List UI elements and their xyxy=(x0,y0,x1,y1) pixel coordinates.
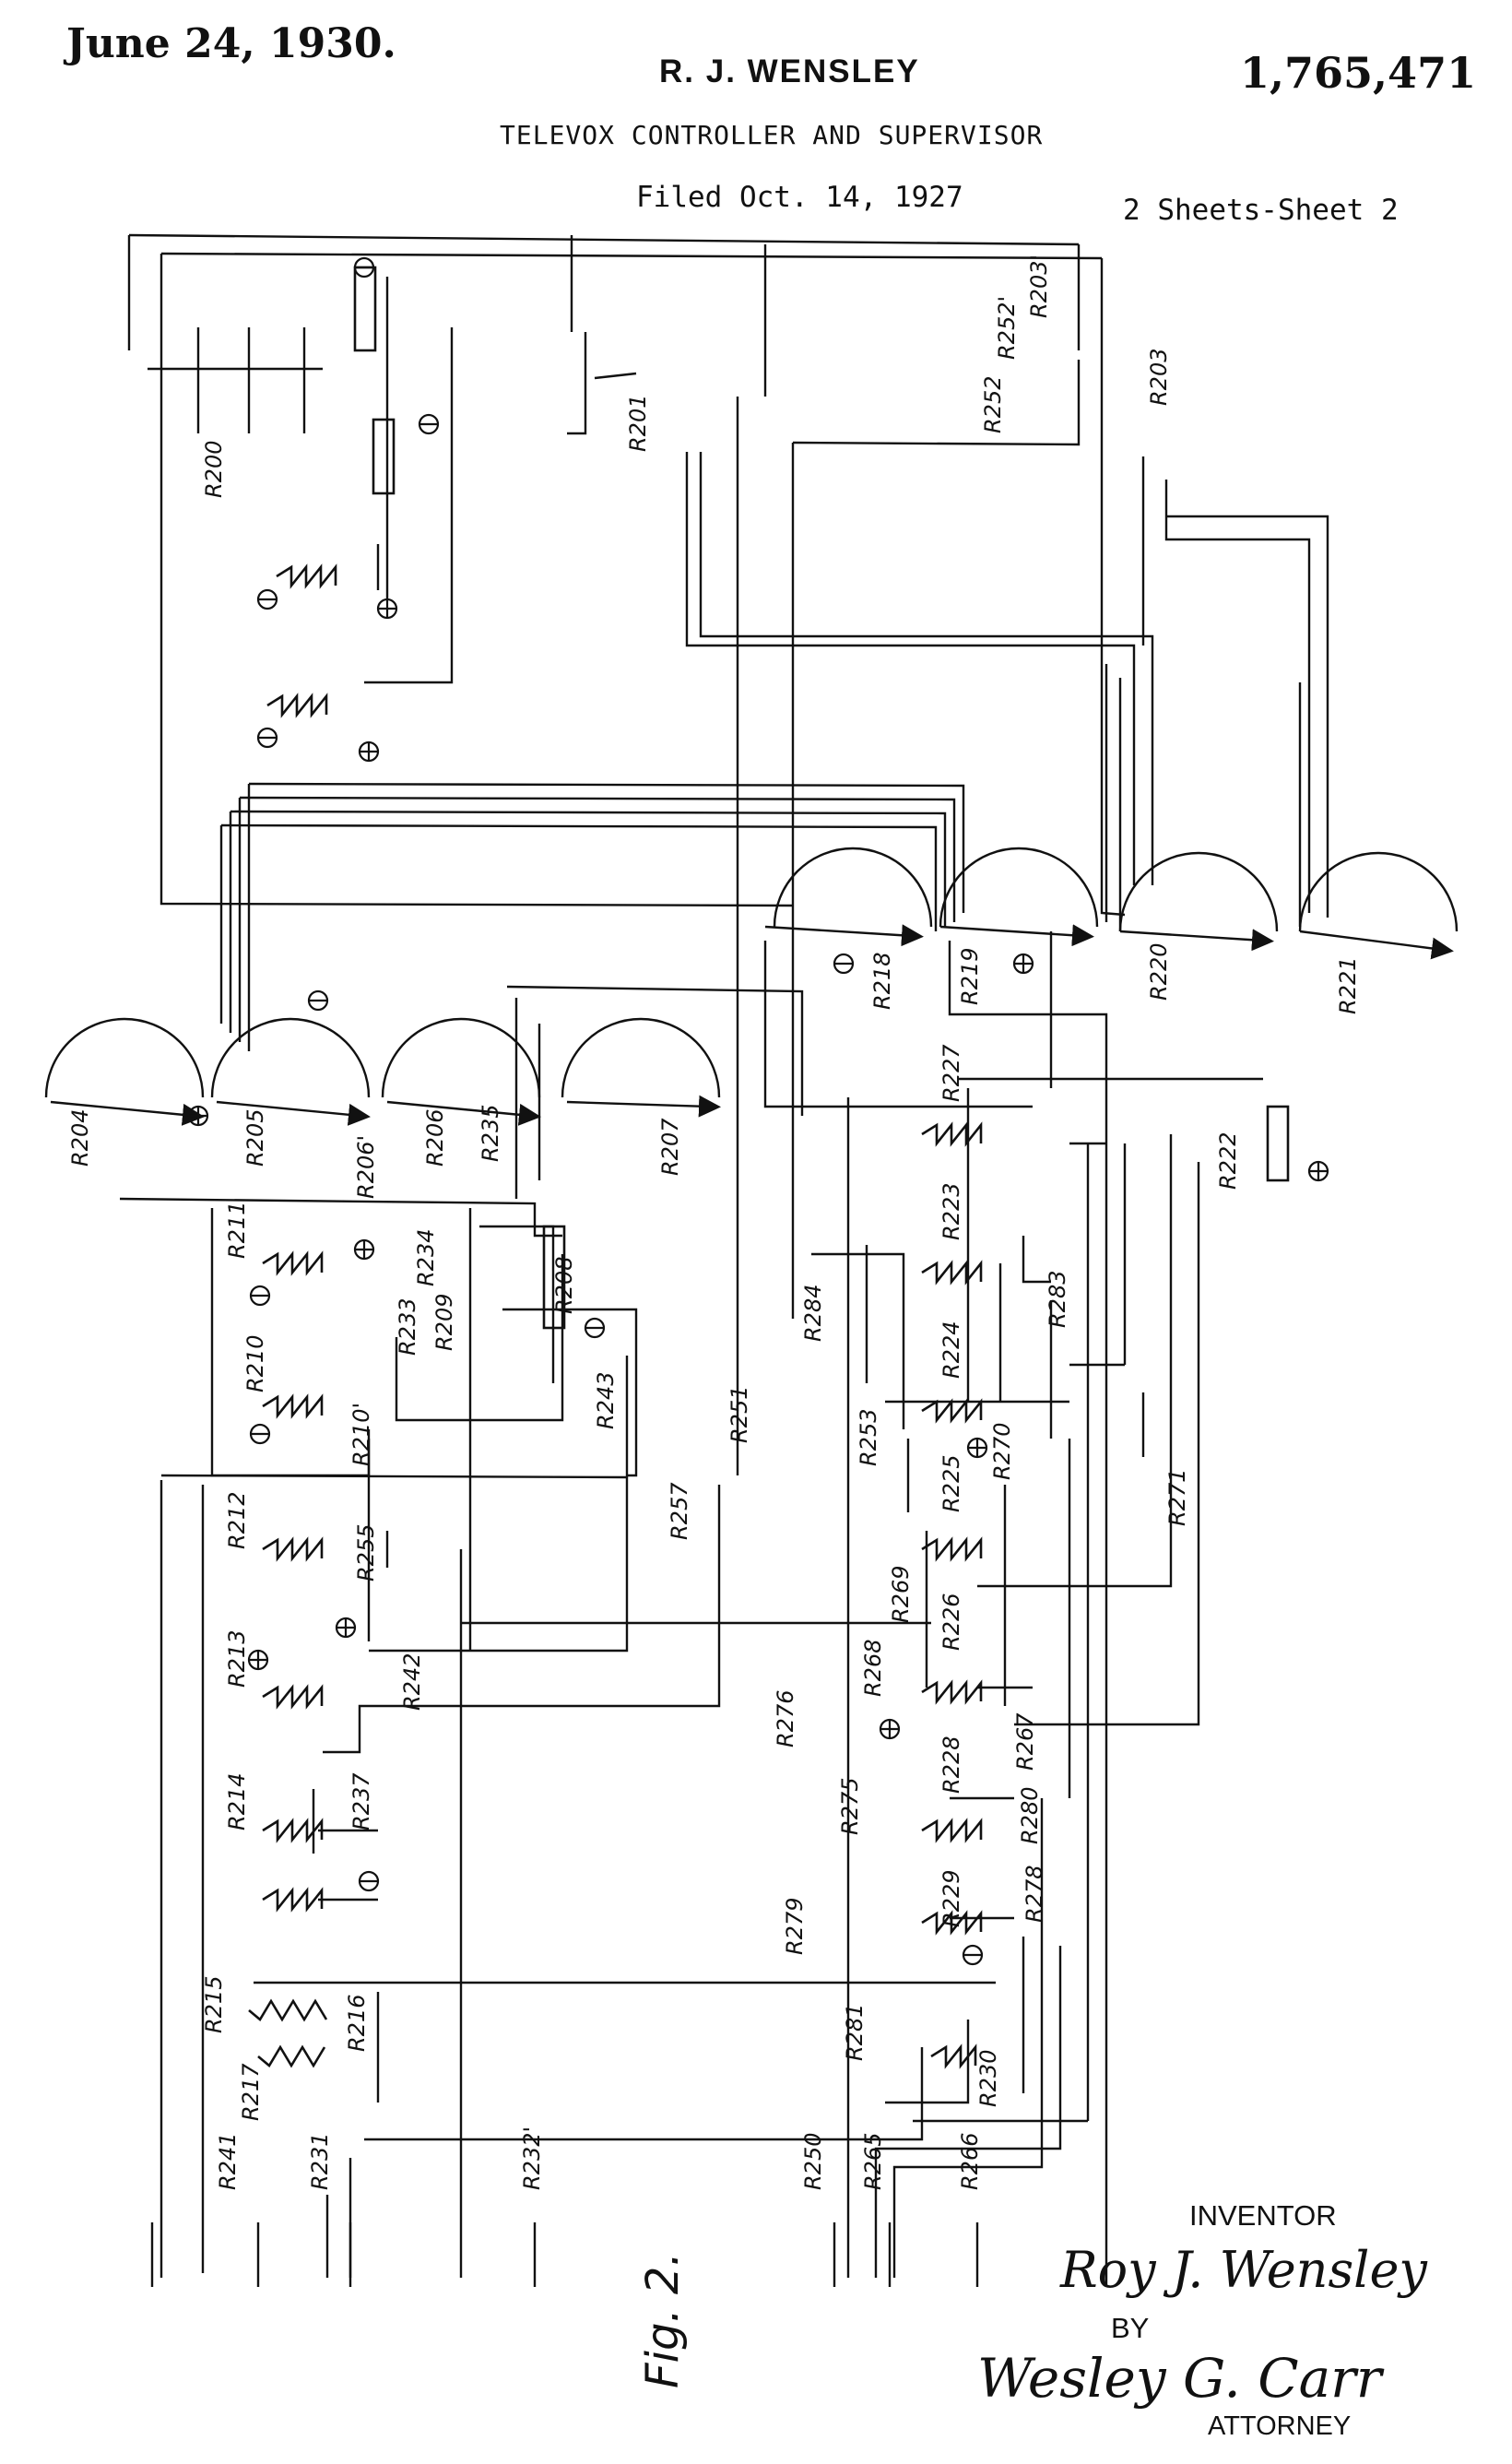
label-contacts-270: R270 xyxy=(989,1423,1015,1480)
label-wires-250: R250 xyxy=(800,2133,826,2190)
label-contacts-275: R275 xyxy=(837,1778,863,1835)
label-wires-209: R209 xyxy=(431,1294,457,1351)
label-contacts-234: R234 xyxy=(413,1229,439,1286)
label-contacts-280: R280 xyxy=(1017,1787,1043,1844)
inventor-signature: Roy J. Wensley xyxy=(1060,2241,1427,2299)
label-selectors-205: R205 xyxy=(242,1109,268,1167)
label-wires-266: R266 xyxy=(957,2133,983,2190)
label-contacts-268: R268 xyxy=(860,1640,886,1697)
label-relays-203: R203 xyxy=(1146,349,1172,406)
inventor-label: INVENTOR xyxy=(1189,2199,1337,2233)
label-contacts-269: R269 xyxy=(888,1566,914,1623)
label-resistors-215: R215 xyxy=(201,1976,227,2033)
label-relays-226: R226 xyxy=(939,1593,964,1651)
label-contacts-283: R283 xyxy=(1045,1271,1070,1328)
label-contacts-267: R267 xyxy=(1012,1712,1038,1771)
label-contacts-237: R237 xyxy=(348,1772,374,1830)
label-relays-222: R222 xyxy=(1215,1132,1241,1190)
label-relays-223: R223 xyxy=(939,1183,964,1240)
label-wires-241: R241 xyxy=(215,2133,241,2190)
attorney-signature: Wesley G. Carr xyxy=(977,2347,1382,2410)
label-relays-201: R201 xyxy=(625,395,651,452)
label-relays-200: R200 xyxy=(201,441,227,498)
label-resistors-217: R217 xyxy=(238,2063,264,2121)
label-wires-251: R251 xyxy=(726,1386,752,1443)
label-contacts-242: R242 xyxy=(399,1653,425,1711)
label-wires-276: R276 xyxy=(773,1690,798,1747)
label-wires-231: R231 xyxy=(307,2133,333,2190)
label-wires-243: R243 xyxy=(593,1372,619,1429)
by-label: BY xyxy=(1111,2312,1149,2345)
label-contacts-235: R235 xyxy=(478,1105,503,1162)
label-selectors-207: R207 xyxy=(657,1118,683,1176)
label-wires-279: R279 xyxy=(782,1898,808,1955)
figure-label: Fig. 2. xyxy=(637,2252,689,2388)
label-contacts-255: R255 xyxy=(353,1524,379,1581)
label-wires-271: R271 xyxy=(1164,1469,1190,1526)
label-contacts-233: R233 xyxy=(395,1298,420,1356)
label-contacts-253: R253 xyxy=(856,1409,881,1466)
label-selectors-221: R221 xyxy=(1335,957,1361,1014)
label-relays-225: R225 xyxy=(939,1455,964,1512)
label-contacts-252: R252 xyxy=(980,376,1006,433)
label-contacts-210': R210' xyxy=(348,1403,374,1466)
label-contacts-203': R203' xyxy=(1026,255,1052,318)
label-relays-227: R227 xyxy=(939,1044,964,1102)
label-resistors-216: R216 xyxy=(344,1995,370,2052)
label-selectors-220: R220 xyxy=(1146,943,1172,1001)
label-relays-224: R224 xyxy=(939,1321,964,1379)
label-selectors-206: R206 xyxy=(422,1109,448,1167)
label-relays-230: R230 xyxy=(975,2050,1001,2107)
label-contacts-232': R232' xyxy=(519,2126,545,2190)
label-relays-210: R210 xyxy=(242,1335,268,1392)
label-contacts-284: R284 xyxy=(800,1285,826,1342)
label-contacts-206': R206' xyxy=(353,1135,379,1199)
label-selectors-219: R219 xyxy=(957,948,983,1005)
label-selectors-218: R218 xyxy=(869,953,895,1010)
label-relays-208: R208 xyxy=(551,1257,577,1314)
label-relays-212: R212 xyxy=(224,1492,250,1549)
label-selectors-204: R204 xyxy=(67,1109,93,1167)
label-contacts-281: R281 xyxy=(842,2004,868,2061)
label-relays-229: R229 xyxy=(939,1870,964,1927)
label-relays-228: R228 xyxy=(939,1736,964,1794)
label-relays-213: R213 xyxy=(224,1630,250,1688)
label-wires-257: R257 xyxy=(667,1482,692,1540)
label-contacts-252': R252' xyxy=(994,296,1020,360)
label-wires-265: R265 xyxy=(860,2133,886,2190)
label-relays-214: R214 xyxy=(224,1773,250,1830)
label-contacts-278: R278 xyxy=(1022,1866,1047,1923)
attorney-label: ATTORNEY xyxy=(1208,2411,1351,2442)
label-relays-211: R211 xyxy=(224,1202,250,1259)
